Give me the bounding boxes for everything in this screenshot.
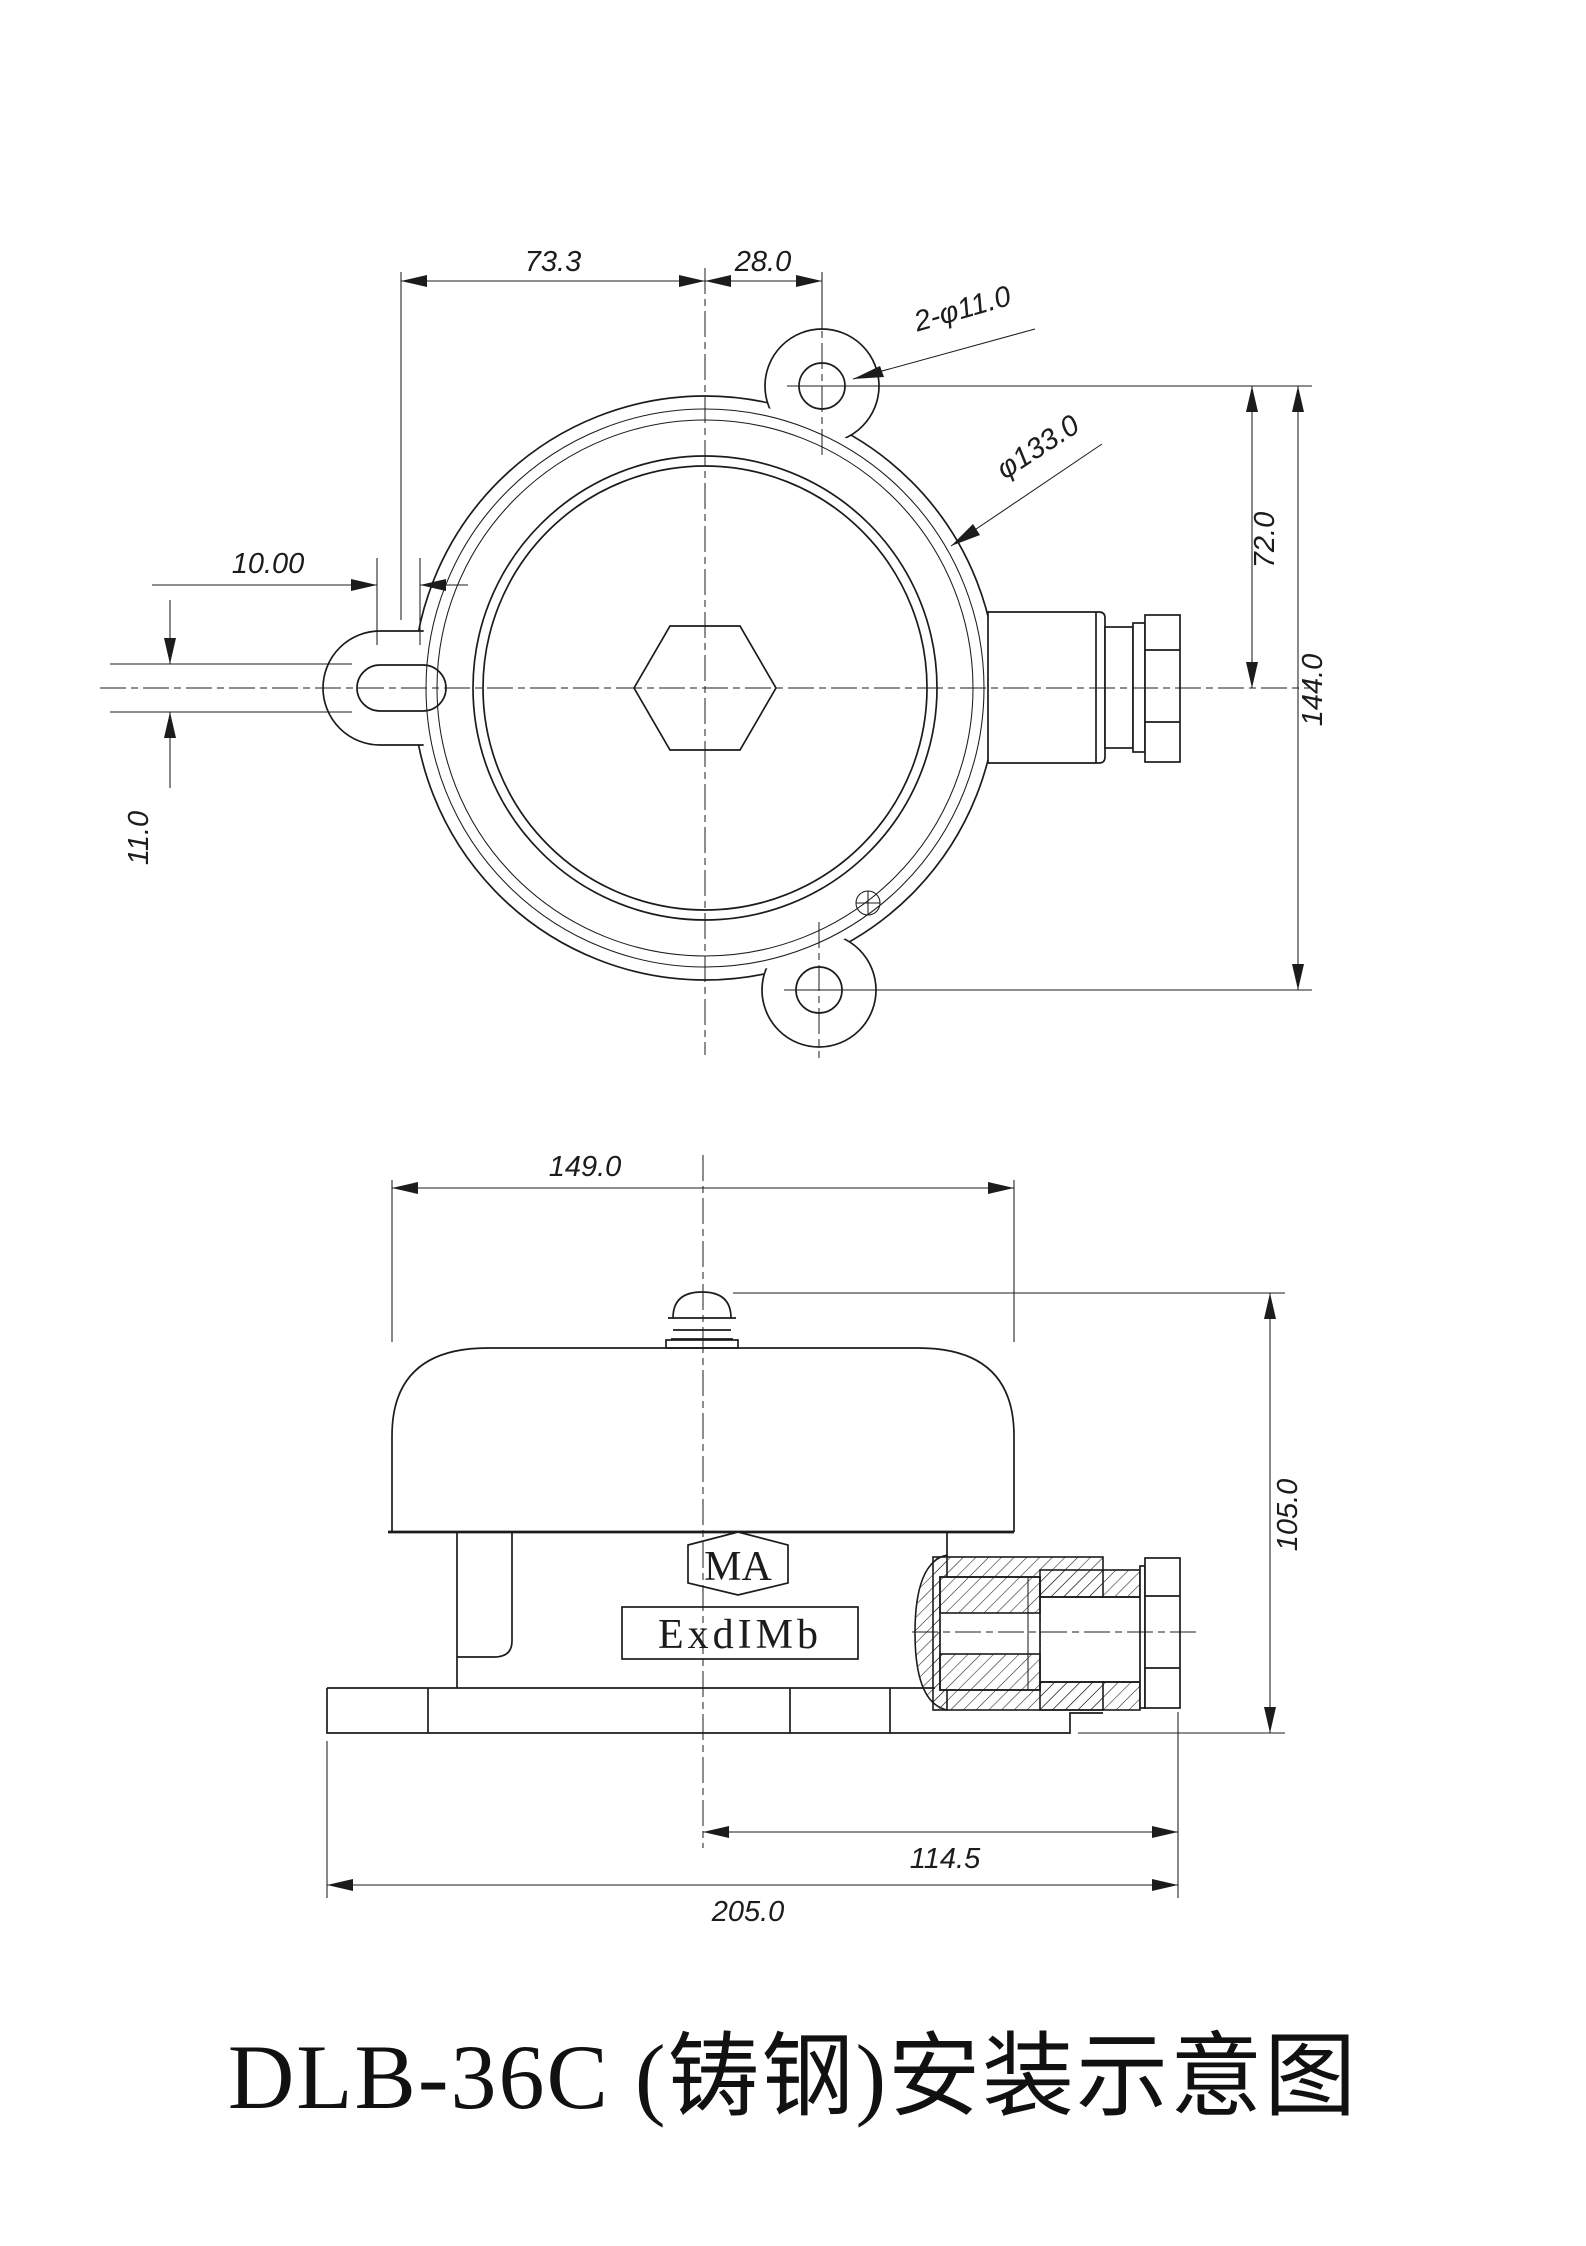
dim-flange-dia: φ133.0 xyxy=(991,409,1085,486)
dim-mount-holes: 2-φ11.0 xyxy=(910,280,1015,338)
ma-badge: MA xyxy=(687,1531,789,1596)
conduit-top-view xyxy=(987,611,1181,764)
knob xyxy=(665,1291,739,1349)
base-plate xyxy=(326,1687,1103,1734)
cable-gland xyxy=(912,1554,1196,1711)
dim-ear-offset-x: 73.3 xyxy=(525,246,581,278)
dimension-arrows-front xyxy=(327,1182,1276,1891)
dim-bell-width: 149.0 xyxy=(549,1151,622,1183)
dim-hole-offset-x: 28.0 xyxy=(734,246,791,278)
dim-slot-length: 10.00 xyxy=(232,548,305,580)
dim-gland-reach: 114.5 xyxy=(910,1843,981,1875)
dim-overall-height: 105.0 xyxy=(1272,1479,1304,1552)
dim-hole-offset-y: 72.0 xyxy=(1249,512,1281,568)
drawing-title: DLB-36C (铸钢)安装示意图 xyxy=(228,2026,1358,2128)
dimension-arrows-top xyxy=(164,275,1304,990)
ex-rating-text: ExdIMb xyxy=(658,1612,822,1658)
dim-hole-pitch-y: 144.0 xyxy=(1297,654,1329,727)
front-view: MA ExdIMb 149.0 10 xyxy=(326,1151,1304,1928)
ex-rating-plate: ExdIMb xyxy=(621,1606,859,1660)
top-view: 73.3 28.0 10.00 11.0 2-φ11.0 φ133.0 72.0… xyxy=(100,246,1329,1058)
dim-slot-width: 11.0 xyxy=(123,811,155,865)
ma-badge-text: MA xyxy=(704,1544,772,1590)
dim-overall-width: 205.0 xyxy=(711,1896,785,1928)
